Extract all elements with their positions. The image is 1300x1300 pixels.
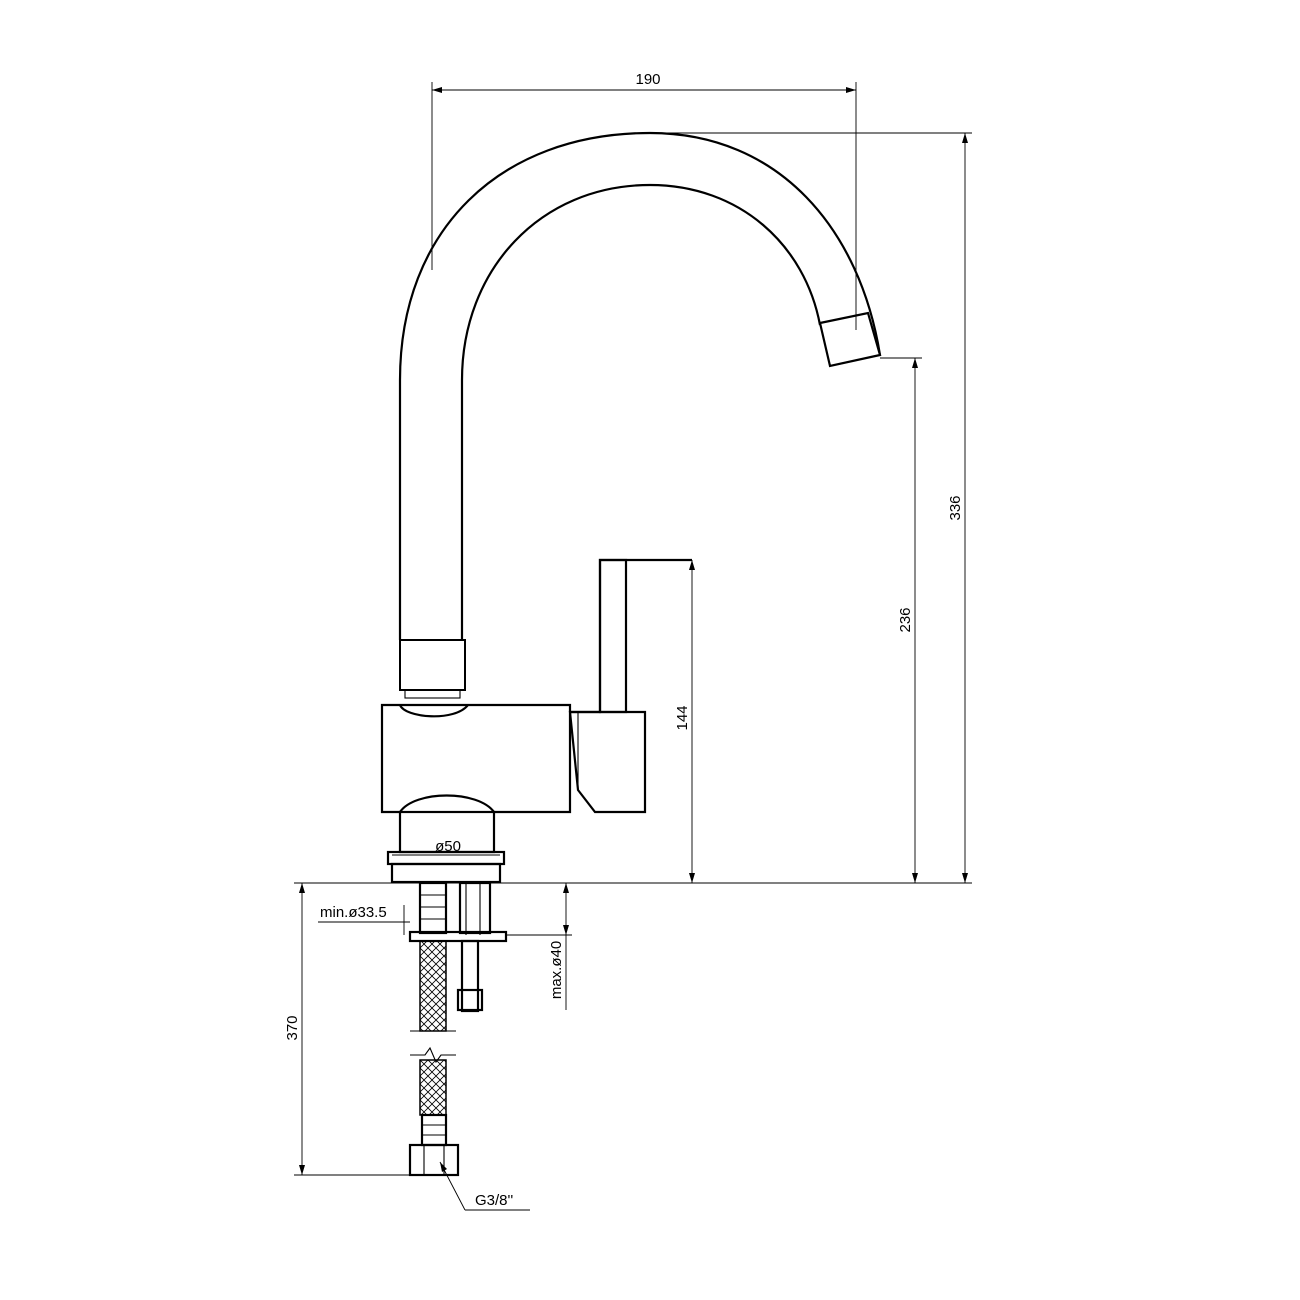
mixer-body (380, 703, 572, 814)
dim-label-hole-max: max.ø40 (548, 941, 565, 999)
hose-upper (419, 940, 447, 1032)
dim-label-144: 144 (674, 705, 691, 730)
dim-label-connection: G3/8'' (475, 1192, 513, 1209)
dimension-lines (294, 82, 972, 1211)
dim-label-190: 190 (635, 71, 660, 88)
fixing-plate (408, 930, 508, 943)
mounting-assembly (300, 881, 570, 1177)
spout-inner (460, 183, 822, 640)
dim-label-336: 336 (947, 495, 964, 520)
hose-lower (419, 1059, 447, 1116)
lever-handle (568, 710, 647, 814)
connection-nut (408, 1143, 460, 1177)
dim-label-base-diameter: ø50 (435, 838, 461, 855)
spout-outer (398, 131, 882, 640)
spout-aerator (818, 311, 882, 368)
dim-label-hole-min: min.ø33.5 (320, 904, 387, 921)
dim-label-hose-length: 370 (284, 1015, 301, 1040)
lever-bracket (570, 558, 692, 714)
body-neck (398, 704, 469, 718)
base-plate (390, 862, 502, 884)
swivel-collar (404, 689, 461, 699)
faucet-outline (380, 131, 882, 884)
swivel-ring (399, 639, 466, 691)
dim-label-236: 236 (897, 607, 914, 632)
lever-stem (598, 558, 628, 714)
